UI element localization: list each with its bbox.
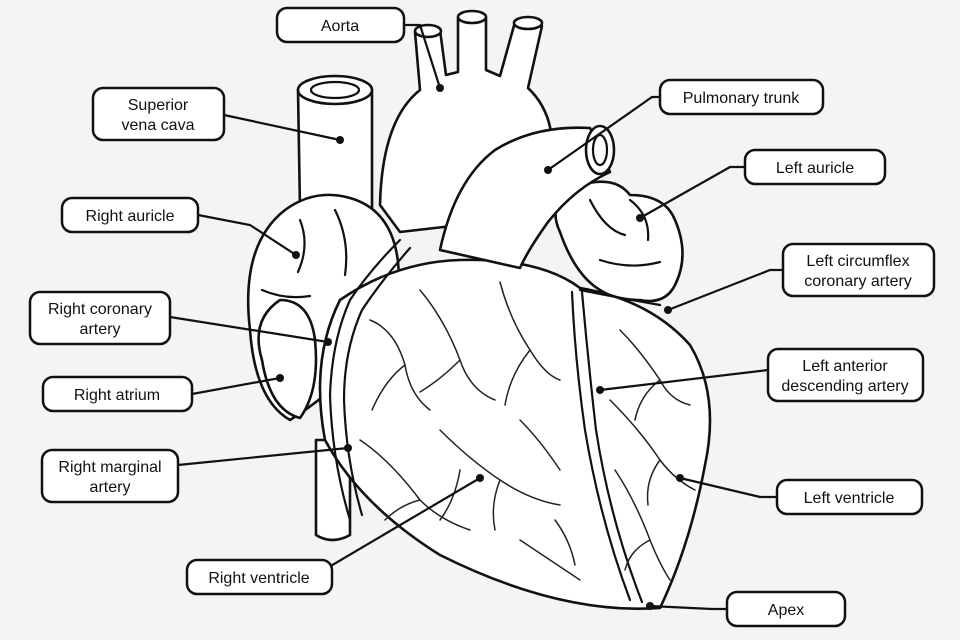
label-right-atrium: Right atrium — [41, 375, 194, 413]
label-left-anterior-descending-line1: Left anterior — [802, 358, 888, 375]
label-right-ventricle: Right ventricle — [185, 558, 334, 596]
label-right-marginal-line2: artery — [90, 479, 131, 496]
label-left-ventricle: Left ventricle — [775, 478, 924, 516]
label-pulmonary-trunk: Pulmonary trunk — [658, 78, 825, 116]
label-superior-vena-cava-line1: Superior — [128, 97, 189, 114]
coronary-vessels — [359, 281, 696, 581]
label-left-anterior-descending-line2: descending artery — [781, 378, 908, 395]
label-left-auricle-text: Left auricle — [776, 160, 854, 177]
label-aorta-text: Aorta — [321, 18, 359, 35]
pulmonary-trunk-shape — [438, 124, 616, 270]
label-left-ventricle-text: Left ventricle — [804, 490, 895, 507]
label-right-marginal: Right marginal artery — [40, 448, 180, 504]
label-right-ventricle-text: Right ventricle — [208, 570, 309, 587]
label-right-marginal-line1: Right marginal — [58, 459, 161, 476]
label-aorta: Aorta — [275, 6, 406, 44]
label-left-circumflex-line1: Left circumflex — [806, 253, 909, 270]
label-left-auricle: Left auricle — [743, 148, 887, 186]
label-left-anterior-descending: Left anterior descending artery — [766, 347, 925, 403]
label-right-atrium-text: Right atrium — [74, 387, 160, 404]
ventricles-shape — [318, 258, 712, 611]
label-left-circumflex: Left circumflex coronary artery — [781, 242, 936, 298]
label-apex-text: Apex — [768, 602, 804, 619]
label-right-coronary: Right coronary artery — [28, 290, 172, 346]
label-apex: Apex — [725, 590, 847, 628]
leader-dots — [276, 84, 684, 610]
label-left-circumflex-line2: coronary artery — [804, 273, 912, 290]
label-right-coronary-line2: artery — [80, 321, 121, 338]
right-atrium-shape — [257, 298, 318, 420]
leader-lines — [169, 23, 783, 611]
label-pulmonary-trunk-text: Pulmonary trunk — [683, 90, 800, 107]
label-superior-vena-cava-line2: vena cava — [122, 117, 195, 134]
label-superior-vena-cava: Superior vena cava — [91, 86, 226, 142]
label-right-coronary-line1: Right coronary — [48, 301, 152, 318]
label-right-auricle-text: Right auricle — [86, 208, 175, 225]
label-right-auricle: Right auricle — [60, 196, 200, 234]
